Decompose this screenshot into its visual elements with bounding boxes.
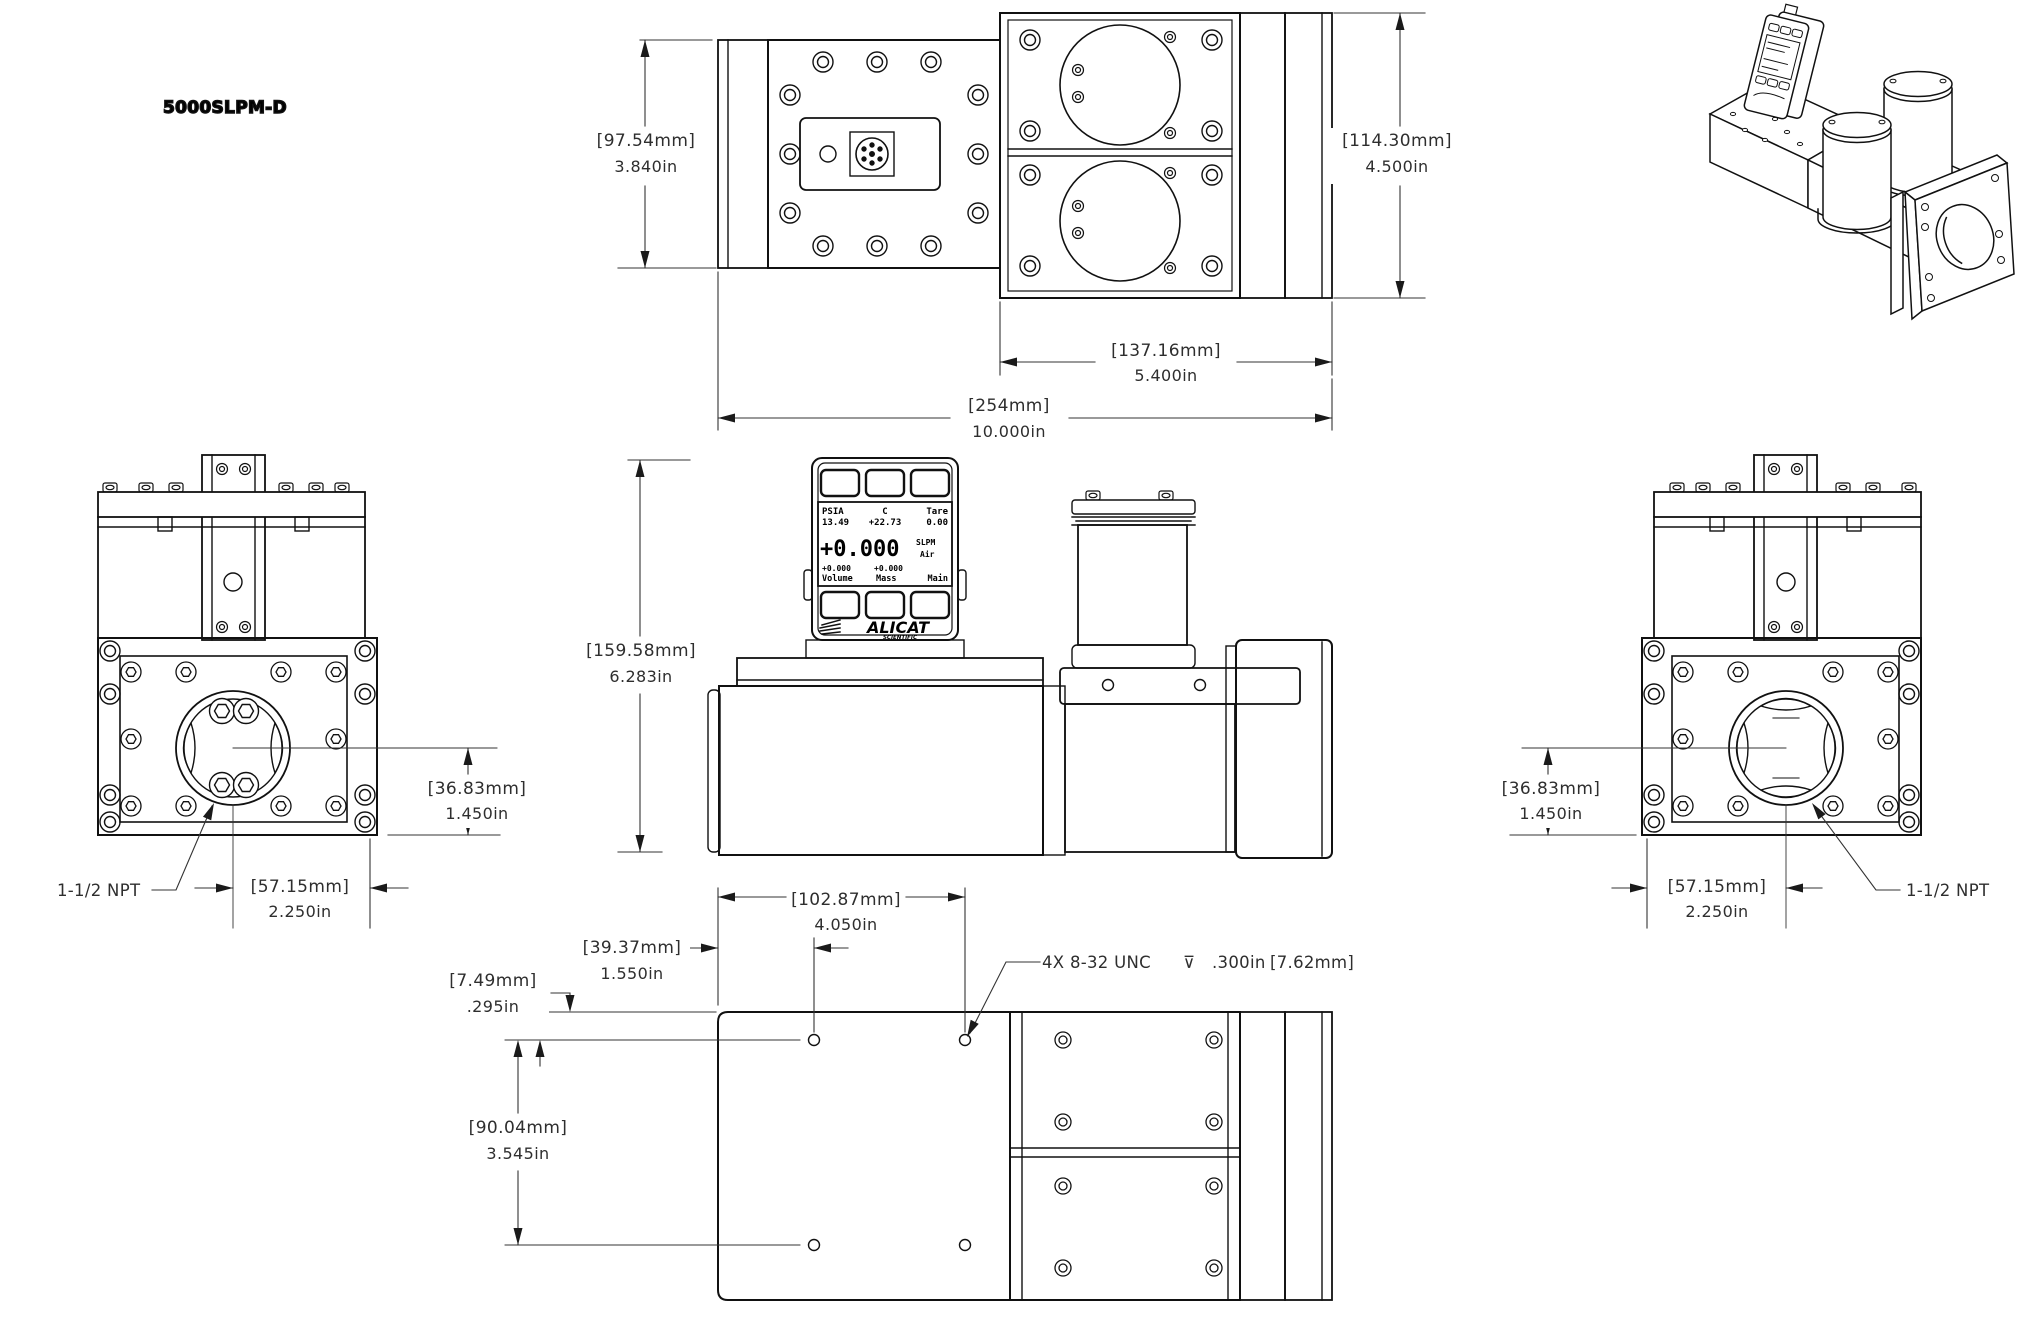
dim-159: [159.58mm] 6.283in <box>578 459 705 853</box>
tap-callout: 4X 8-32 UNC ⊽ .300in [7.62mm] <box>962 953 1354 1040</box>
dim-36L-in-label: 1.450in <box>445 804 508 823</box>
dim-114-mm-label: [114.30mm] <box>1342 131 1452 151</box>
tap-depth-in-label: .300in <box>1212 953 1266 972</box>
dim-137-mm-label: [137.16mm] <box>1111 341 1221 361</box>
display-screen <box>817 501 953 587</box>
dim-39-mm-label: [39.37mm] <box>583 938 682 958</box>
tap-depth-mm-label: [7.62mm] <box>1270 953 1354 972</box>
dim-57-right: [57.15mm] 2.250in <box>1611 838 1823 929</box>
dim-57R-mm-label: [57.15mm] <box>1668 877 1767 897</box>
dim-36-right: [36.83mm] 1.450in <box>1493 747 1637 836</box>
dim-text-mask <box>1660 874 1774 926</box>
front-view-right <box>1522 455 1921 928</box>
drawing-title: 5000SLPM-D <box>163 98 287 118</box>
dim-102: [102.87mm] 4.050in <box>717 886 966 1033</box>
dim-text-mask <box>952 393 1067 447</box>
dim-text-mask <box>1493 776 1609 828</box>
brand-wordmark: ALICAT <box>865 618 930 637</box>
dim-114-in-label: 4.500in <box>1365 157 1428 176</box>
dim-text-mask <box>574 935 690 989</box>
dim-text-mask <box>437 968 549 1022</box>
dim-36R-in-label: 1.450in <box>1519 804 1582 823</box>
screen-sub1-value: +0.000 <box>822 564 851 573</box>
dim-text-mask <box>578 638 705 692</box>
dim-57-left: [57.15mm] 2.250in <box>194 838 409 929</box>
screen-main-gas: Air <box>920 549 935 559</box>
dim-254-in-label: 10.000in <box>972 422 1046 441</box>
dim-text-mask <box>461 1115 576 1169</box>
tap-qty-spec-label: 4X 8-32 UNC <box>1042 953 1151 972</box>
dim-text-mask <box>1097 337 1235 393</box>
alicat-logo: ALICAT SCIENTIFIC <box>819 618 930 641</box>
screen-col3-label: Tare <box>926 507 948 517</box>
display-screen-text: PSIA C Tare 13.49 +22.73 0.00 +0.000 SLP… <box>820 507 949 584</box>
dim-159-mm-label: [159.58mm] <box>586 641 696 661</box>
screen-col2-label: C <box>882 507 887 517</box>
depth-symbol-icon: ⊽ <box>1183 953 1195 972</box>
iso-display-head <box>1743 3 1825 120</box>
mount-hole <box>958 1238 972 1252</box>
port-chamfers-right <box>1759 697 1813 799</box>
mount-hole <box>807 1238 821 1252</box>
dim-97: [97.54mm] 3.840in <box>584 39 717 269</box>
npt-left-label: 1-1/2 NPT <box>57 881 141 900</box>
side-view: PSIA C Tare 13.49 +22.73 0.00 +0.000 SLP… <box>707 457 1333 859</box>
screen-sub2-value: +0.000 <box>874 564 903 573</box>
screen-col2-value: +22.73 <box>869 518 902 528</box>
dim-39-in-label: 1.550in <box>600 964 663 983</box>
dim-102-mm-label: [102.87mm] <box>791 890 901 910</box>
dim-39: [39.37mm] 1.550in <box>574 935 849 1033</box>
screen-col1-value: 13.49 <box>822 518 849 528</box>
dim-90-mm-label: [90.04mm] <box>469 1118 568 1138</box>
dim-254-mm-label: [254mm] <box>968 396 1050 416</box>
dim-90: [90.04mm] 3.545in <box>461 1039 801 1246</box>
dim-159-in-label: 6.283in <box>609 667 672 686</box>
dim-text-mask <box>243 874 357 926</box>
dim-36-left: [36.83mm] 1.450in <box>387 747 536 836</box>
dim-7-mm-label: [7.49mm] <box>449 971 536 991</box>
dim-7-in-label: .295in <box>467 997 520 1016</box>
screen-col1-label: PSIA <box>822 507 844 517</box>
dim-57L-mm-label: [57.15mm] <box>251 877 350 897</box>
dim-102-in-label: 4.050in <box>814 915 877 934</box>
mount-hole <box>958 1033 972 1047</box>
dim-97-mm-label: [97.54mm] <box>597 131 696 151</box>
dim-57R-in-label: 2.250in <box>1685 902 1748 921</box>
screen-main-unit: SLPM <box>916 538 935 547</box>
npt-right-label: 1-1/2 NPT <box>1906 881 1990 900</box>
dim-7: [7.49mm] .295in <box>437 968 801 1067</box>
dim-90-in-label: 3.545in <box>486 1144 549 1163</box>
screen-main-value: +0.000 <box>820 537 899 562</box>
top-view <box>717 12 1333 299</box>
bottom-view <box>717 1011 1333 1301</box>
dim-36R-mm-label: [36.83mm] <box>1502 779 1601 799</box>
dim-text-mask <box>1327 128 1469 184</box>
display-buttons-bottom <box>819 590 951 620</box>
dim-114: [114.30mm] 4.500in <box>1327 12 1469 299</box>
mount-hole <box>807 1033 821 1047</box>
dim-137-in-label: 5.400in <box>1134 366 1197 385</box>
npt-callout-right: 1-1/2 NPT <box>1807 799 1990 900</box>
dim-57L-in-label: 2.250in <box>268 902 331 921</box>
dim-36L-mm-label: [36.83mm] <box>428 779 527 799</box>
screen-sub2-label: Mass <box>876 574 896 584</box>
screen-sub1-label: Volume <box>822 574 853 584</box>
screen-menu-label: Main <box>928 573 948 584</box>
dim-text-mask <box>420 776 536 828</box>
screen-col3-value: 0.00 <box>926 518 948 528</box>
display-buttons-top <box>819 468 951 498</box>
dim-137: [137.16mm] 5.400in <box>999 301 1333 393</box>
dim-text-mask <box>787 886 905 942</box>
brand-sub-label: SCIENTIFIC <box>883 635 917 641</box>
front-view-left <box>98 455 497 928</box>
dim-text-mask <box>584 128 709 184</box>
isometric-view <box>1708 3 2015 321</box>
dim-254: [254mm] 10.000in <box>717 271 1333 447</box>
npt-callout-left: 1-1/2 NPT <box>57 800 219 900</box>
dim-97-in-label: 3.840in <box>614 157 677 176</box>
